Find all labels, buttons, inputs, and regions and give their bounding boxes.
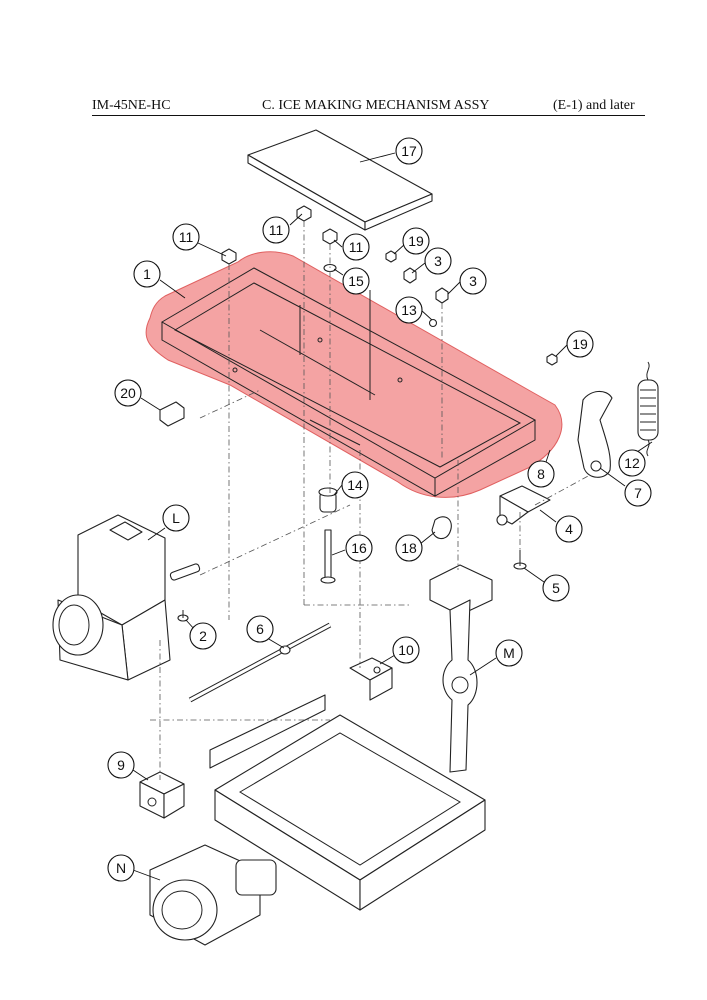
- svg-text:10: 10: [398, 642, 414, 658]
- callout-7: 7: [624, 479, 652, 507]
- callout-L: L: [162, 504, 190, 532]
- callout-17: 17: [395, 137, 423, 165]
- part-L-motor-assy: [52, 514, 201, 681]
- callout-16: 16: [345, 534, 373, 562]
- svg-text:15: 15: [348, 273, 364, 289]
- callout-15: 15: [342, 267, 370, 295]
- callout-3: 3: [424, 247, 452, 275]
- callout-9: 9: [107, 751, 135, 779]
- svg-text:1: 1: [143, 266, 151, 282]
- callout-19: 19: [402, 227, 430, 255]
- serial-range: (E-1) and later: [553, 98, 635, 113]
- svg-text:N: N: [116, 860, 126, 876]
- callout-18: 18: [395, 534, 423, 562]
- part-6-shaft: [188, 622, 332, 703]
- part-12-spring: [637, 361, 659, 457]
- svg-text:20: 20: [120, 385, 136, 401]
- svg-text:7: 7: [634, 485, 642, 501]
- part-N-gear-motor: [149, 844, 277, 946]
- callout-20: 20: [114, 379, 142, 407]
- part-1-base-tray: [145, 251, 563, 498]
- svg-text:18: 18: [401, 540, 417, 556]
- fasteners: [221, 205, 558, 366]
- callout-11: 11: [172, 223, 200, 251]
- callout-N: N: [107, 854, 135, 882]
- svg-text:M: M: [503, 645, 515, 661]
- callout-13: 13: [395, 296, 423, 324]
- part-18-clip: [431, 516, 452, 540]
- part-10-bracket: [349, 657, 393, 701]
- svg-text:14: 14: [347, 477, 363, 493]
- svg-text:11: 11: [179, 229, 194, 245]
- callout-leaders: [132, 152, 653, 881]
- part-17-insulation: [247, 129, 433, 231]
- callout-19: 19: [566, 330, 594, 358]
- svg-text:16: 16: [351, 540, 367, 556]
- callout-10: 10: [392, 636, 420, 664]
- svg-text:9: 9: [117, 757, 125, 773]
- callout-1: 1: [133, 260, 161, 288]
- svg-text:17: 17: [401, 143, 417, 159]
- part-16-pin: [320, 529, 336, 584]
- part-2-screw: [177, 610, 189, 622]
- svg-text:19: 19: [408, 233, 424, 249]
- svg-text:4: 4: [565, 521, 573, 537]
- part-4-bracket: [496, 485, 551, 526]
- callout-2: 2: [189, 622, 217, 650]
- callout-12: 12: [618, 449, 646, 477]
- part-14-bushing: [318, 487, 338, 513]
- evaporator-tray: [209, 694, 486, 911]
- callout-14: 14: [341, 471, 369, 499]
- callout-11: 11: [342, 233, 370, 261]
- callout-8: 8: [527, 460, 555, 488]
- part-5-screw: [513, 550, 527, 570]
- header-rule: [92, 115, 645, 116]
- part-9-bracket: [139, 771, 185, 819]
- page-title: C. ICE MAKING MECHANISM ASSY: [262, 98, 490, 113]
- svg-text:2: 2: [199, 628, 207, 644]
- svg-text:5: 5: [552, 580, 560, 596]
- callout-3: 3: [459, 267, 487, 295]
- svg-text:11: 11: [349, 239, 364, 255]
- svg-text:11: 11: [269, 222, 284, 238]
- svg-text:3: 3: [434, 253, 442, 269]
- svg-text:L: L: [172, 510, 180, 526]
- callout-M: M: [495, 639, 523, 667]
- svg-text:3: 3: [469, 273, 477, 289]
- part-7-lever: [577, 390, 613, 478]
- callout-5: 5: [542, 574, 570, 602]
- part-20-switch: [159, 401, 185, 427]
- svg-text:8: 8: [537, 466, 545, 482]
- part-M-actuator: [429, 564, 493, 773]
- model-number: IM-45NE-HC: [92, 98, 171, 113]
- callout-11: 11: [262, 216, 290, 244]
- svg-text:13: 13: [401, 302, 417, 318]
- svg-text:19: 19: [572, 336, 588, 352]
- callout-6: 6: [246, 615, 274, 643]
- callout-4: 4: [555, 515, 583, 543]
- svg-text:6: 6: [256, 621, 264, 637]
- svg-text:12: 12: [624, 455, 640, 471]
